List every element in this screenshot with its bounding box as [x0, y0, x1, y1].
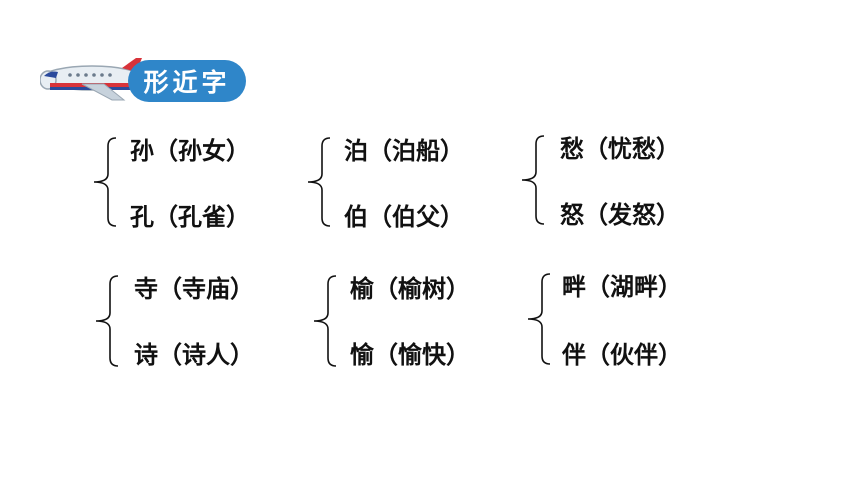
- brace-icon: [527, 273, 551, 365]
- char-item: 泊（泊船）: [344, 137, 464, 165]
- char-group-3: 愁（忧愁） 怒（发怒）: [518, 132, 718, 229]
- char-item: 榆（榆树）: [350, 275, 470, 303]
- brace-icon: [307, 137, 331, 227]
- airplane-icon: [40, 58, 143, 101]
- char-item: 愉（愉快）: [350, 341, 470, 369]
- brace-icon: [521, 135, 545, 225]
- char-group-2: 泊（泊船） 伯（伯父）: [304, 134, 504, 231]
- page-title: 形近字: [143, 68, 231, 97]
- char-item: 愁（忧愁）: [560, 135, 680, 163]
- brace-icon: [95, 275, 119, 367]
- char-group-1: 孙（孙女） 孔（孔雀）: [90, 134, 290, 231]
- brace-icon: [313, 275, 337, 367]
- title-pill: 形近字: [128, 60, 246, 102]
- char-item: 怒（发怒）: [560, 201, 680, 229]
- char-group-5: 榆（榆树） 愉（愉快）: [310, 272, 510, 370]
- char-item: 诗（诗人）: [134, 341, 254, 369]
- char-item: 畔（湖畔）: [562, 273, 682, 301]
- char-group-6: 畔（湖畔） 伴（伙伴）: [524, 270, 724, 369]
- char-item: 伴（伙伴）: [562, 341, 682, 369]
- char-item: 孔（孔雀）: [130, 203, 250, 231]
- char-item: 寺（寺庙）: [134, 275, 254, 303]
- char-item: 孙（孙女）: [130, 137, 250, 165]
- brace-icon: [93, 137, 117, 227]
- char-item: 伯（伯父）: [344, 203, 464, 231]
- section-header: 形近字: [40, 58, 246, 104]
- char-group-4: 寺（寺庙） 诗（诗人）: [92, 272, 292, 370]
